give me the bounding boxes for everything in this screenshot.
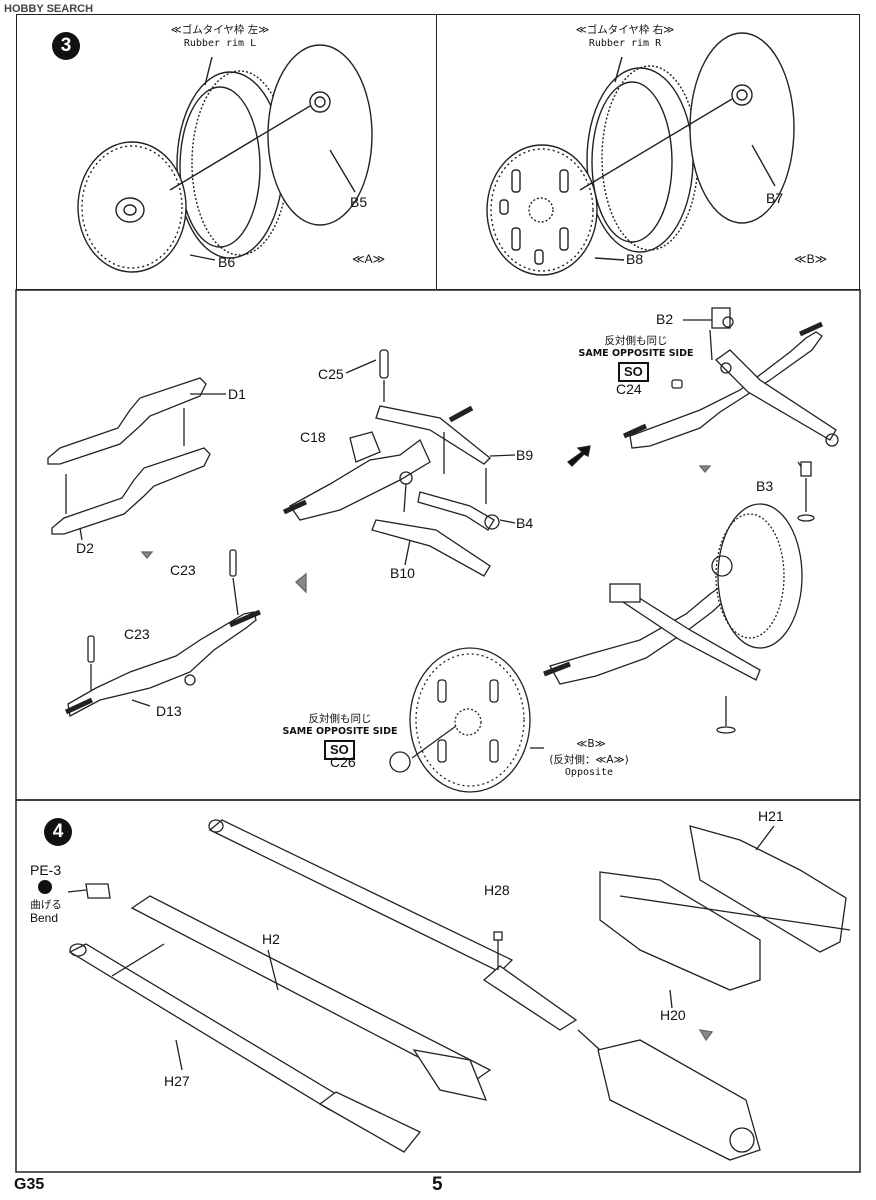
part-h20-label: H20 [660, 1007, 686, 1023]
rim-right-title-jp: ≪ゴムタイヤ枠 右≫ [575, 24, 675, 36]
part-c23b-label: C23 [124, 626, 150, 642]
same-side-jp-bottom: 反対側も同じ [308, 713, 372, 725]
bend-icon [38, 880, 52, 894]
page-number: 5 [432, 1174, 443, 1195]
step-3-badge: 3 [52, 32, 80, 60]
variant-a-label: ≪A≫ [352, 252, 386, 266]
same-side-en-top: SAME OPPOSITE SIDE [578, 348, 694, 359]
part-b2-label: B2 [656, 311, 674, 327]
rim-left-title-jp: ≪ゴムタイヤ枠 左≫ [170, 24, 270, 36]
so-badge-bottom: SO [324, 740, 355, 760]
part-pe3-label: PE-3 [30, 862, 62, 878]
part-c23a-label: C23 [170, 562, 196, 578]
part-c25-label: C25 [318, 366, 344, 382]
part-b4-label: B4 [516, 515, 534, 531]
rim-right-title-en: Rubber rim R [588, 38, 662, 49]
watermark: HOBBY SEARCH [4, 3, 94, 15]
part-c24-label: C24 [616, 381, 642, 397]
same-side-en-bottom: SAME OPPOSITE SIDE [282, 726, 398, 737]
part-c26-label: C26 [330, 754, 356, 770]
part-d13-label: D13 [156, 703, 182, 719]
part-h28-label: H28 [484, 882, 510, 898]
bend-en-label: Bend [30, 911, 59, 925]
part-h27-label: H27 [164, 1073, 190, 1089]
opposite-en-label: Opposite [564, 767, 614, 778]
part-b8-label: B8 [626, 251, 644, 267]
same-side-jp-top: 反対側も同じ [604, 335, 668, 347]
part-d1-label: D1 [228, 386, 246, 402]
manual-code: G35 [14, 1176, 45, 1193]
part-b10-label: B10 [390, 565, 415, 581]
opposite-jp-label: (反対側：≪A≫) [549, 754, 629, 766]
part-b3-label: B3 [756, 478, 774, 494]
part-h2-label: H2 [262, 931, 280, 947]
part-b5-label: B5 [350, 194, 368, 210]
part-b6-label: B6 [218, 254, 236, 270]
part-b9-label: B9 [516, 447, 534, 463]
variant-b-label: ≪B≫ [794, 252, 828, 266]
part-c18-label: C18 [300, 429, 326, 445]
wheel-variant-b-label: ≪B≫ [576, 738, 606, 750]
bend-jp-label: 曲げる [30, 899, 62, 911]
step-4-badge: 4 [44, 818, 72, 846]
so-badge-top: SO [618, 362, 649, 382]
part-d2-label: D2 [76, 540, 94, 556]
part-b7-label: B7 [766, 190, 784, 206]
part-h21-label: H21 [758, 808, 784, 824]
rim-left-title-en: Rubber rim L [183, 38, 257, 49]
